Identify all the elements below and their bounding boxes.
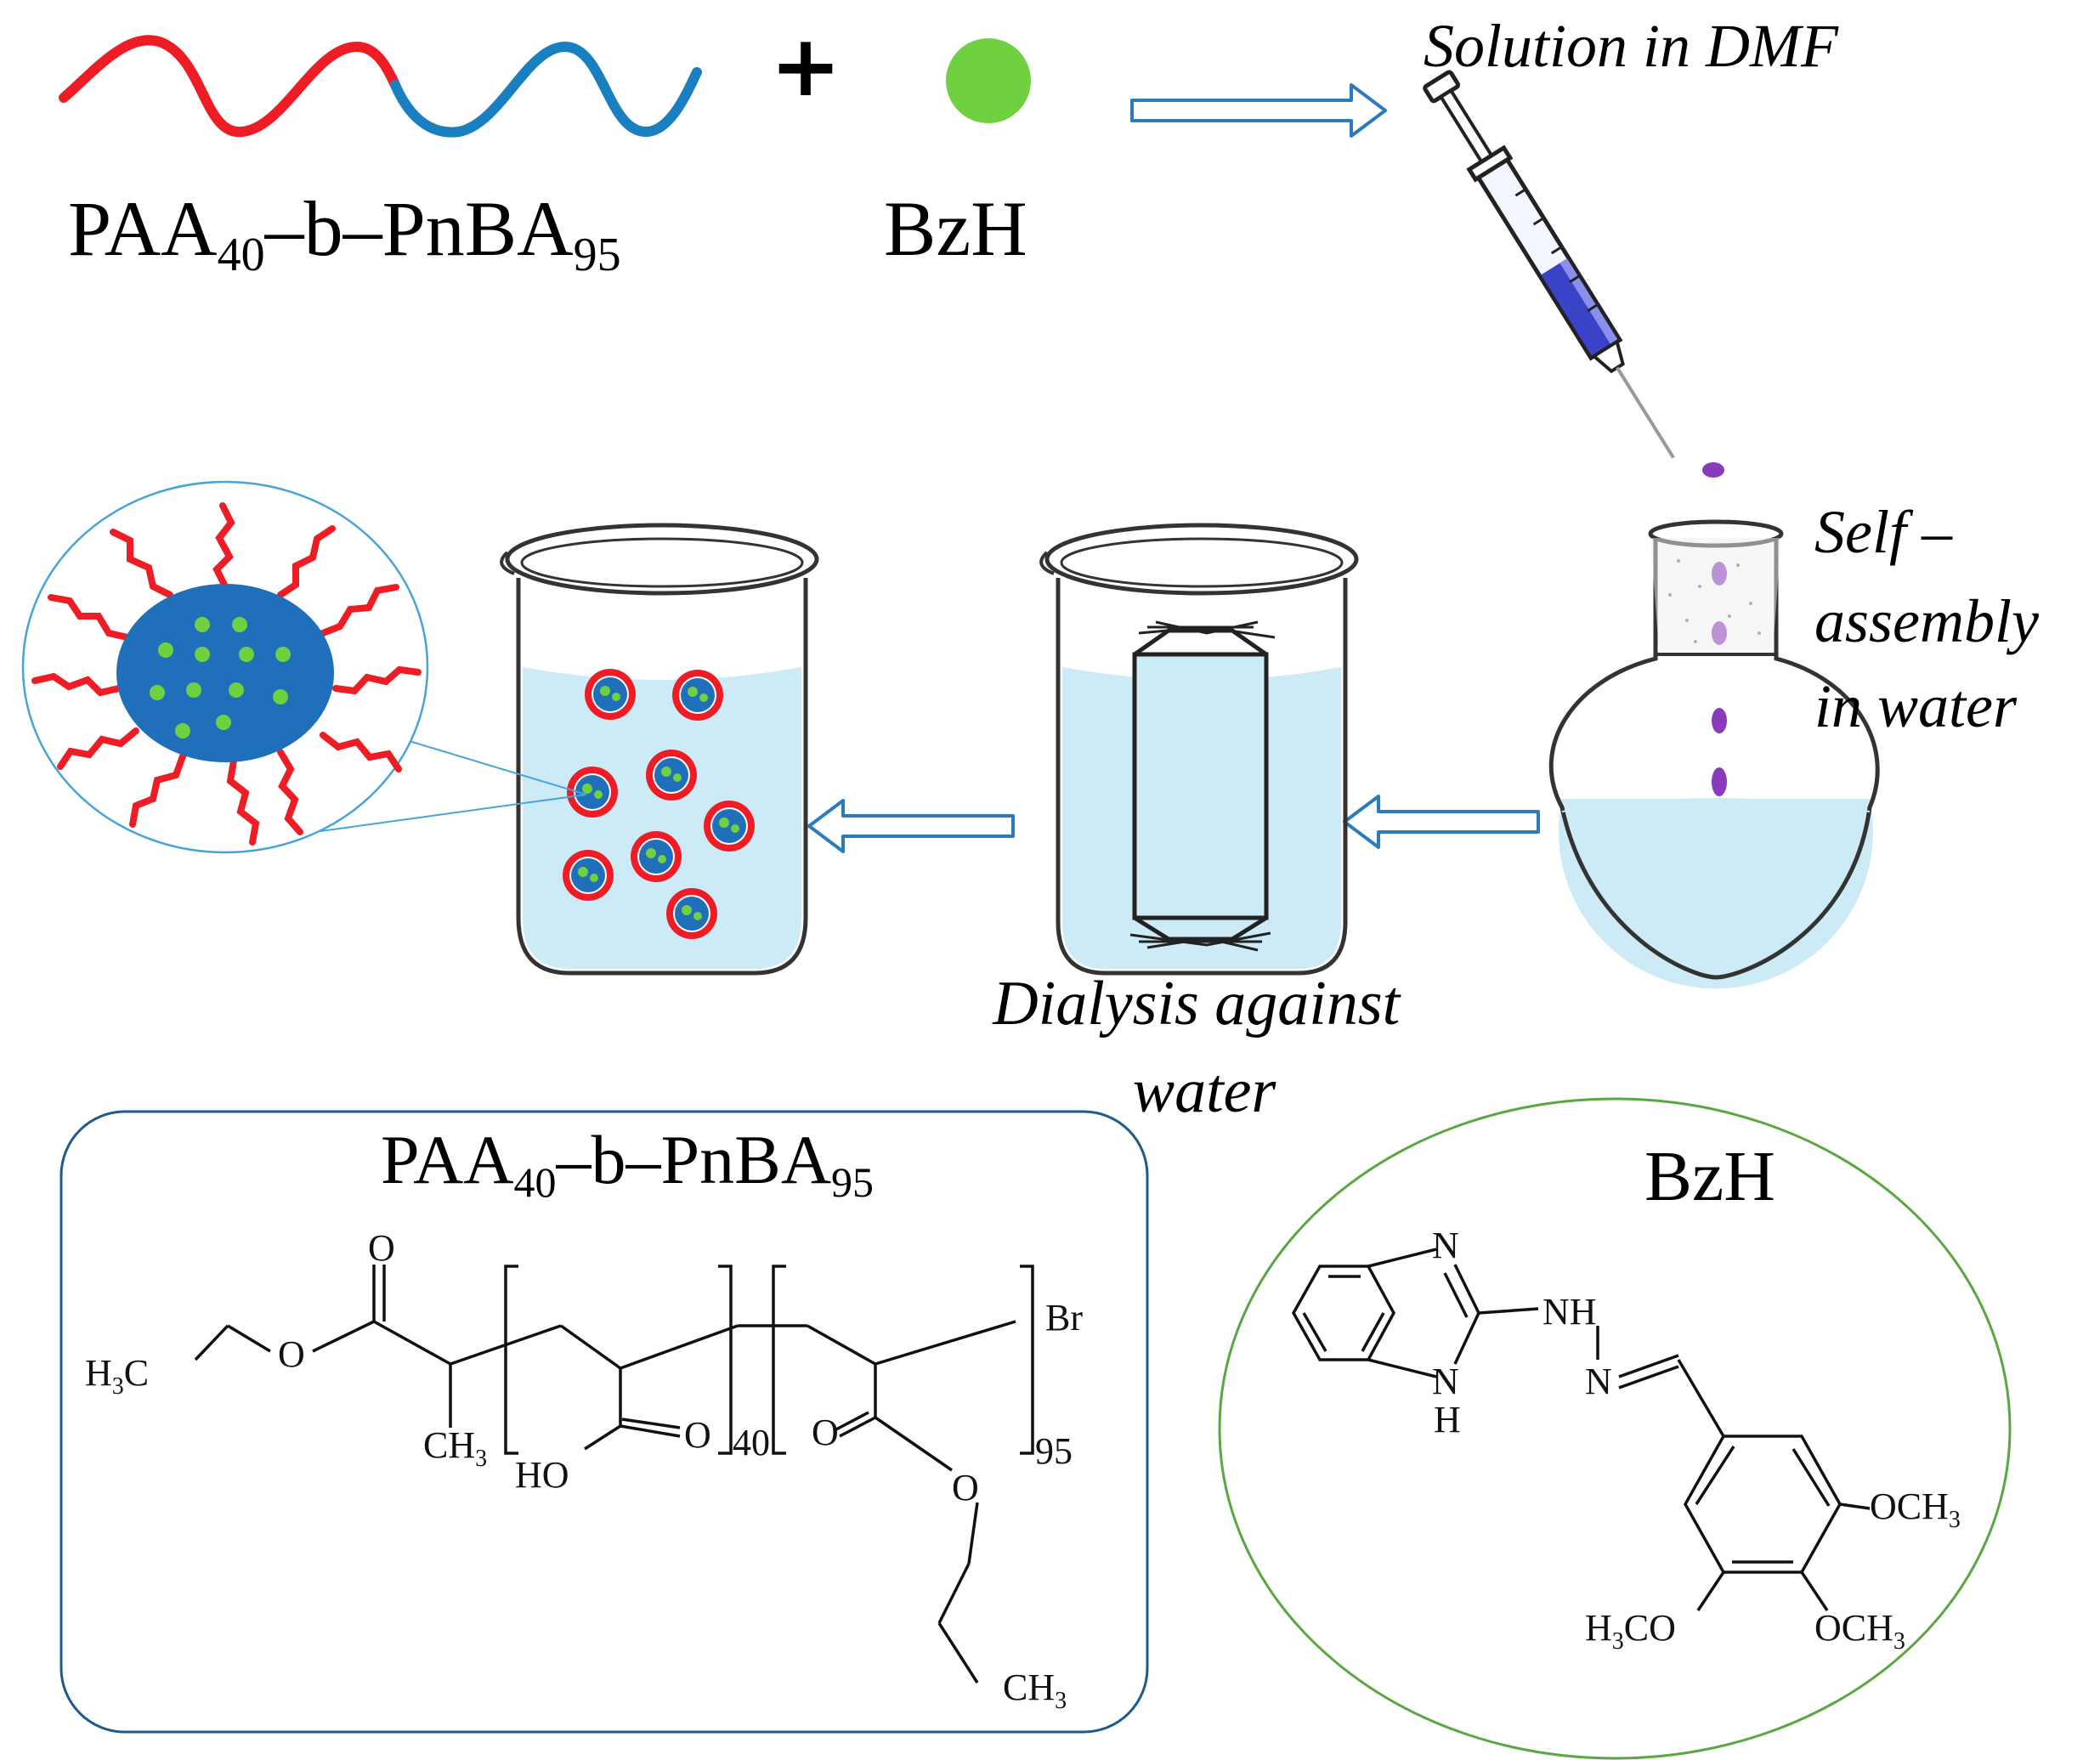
arrow-to-dialysis: [1343, 795, 1540, 849]
svg-text:H3CO: H3CO: [1585, 1607, 1676, 1655]
dialysis-bag: [1129, 620, 1276, 952]
micelle-particle: [666, 888, 717, 939]
polymer-box-title: PAA40–b–PnBA95: [381, 1121, 874, 1206]
droplet: [1712, 708, 1727, 733]
svg-text:OCH3: OCH3: [1870, 1486, 1961, 1533]
polymer-bonds: [194, 1265, 1034, 1684]
micelle-particle: [646, 750, 697, 801]
svg-text:HO: HO: [515, 1454, 569, 1496]
micelle-zoom: [21, 480, 429, 854]
copolymer-label: PAA40–b–PnBA95: [68, 185, 621, 281]
dialysis-label: Dialysis against water: [992, 969, 1415, 1126]
svg-text:O: O: [368, 1227, 395, 1269]
bzh-molecule-dot: [946, 38, 1031, 123]
svg-text:H: H: [1434, 1399, 1461, 1440]
micelle-particle: [585, 669, 636, 720]
svg-text:Br: Br: [1045, 1297, 1083, 1338]
svg-text:O: O: [952, 1467, 979, 1508]
svg-text:N: N: [1432, 1225, 1459, 1266]
bzh-structure-circle: [1218, 1097, 2012, 1760]
round-bottom-flask: [1548, 519, 1880, 989]
svg-text:CH3: CH3: [423, 1424, 487, 1472]
svg-text:H3C: H3C: [85, 1352, 149, 1400]
zoom-line: [403, 739, 587, 795]
svg-text:O: O: [812, 1412, 839, 1453]
paa-block-chain: [59, 35, 400, 138]
self-assembly-label: Self – assembly in water: [1814, 498, 2054, 740]
droplet: [1712, 767, 1727, 796]
svg-text:95: 95: [1035, 1430, 1073, 1472]
micelle-beaker: [500, 523, 819, 976]
micelle-particle: [672, 670, 723, 721]
polymer-atom-labels: H3C O O CH3 HO O 40 O O 95 CH3 Br: [85, 1227, 1083, 1714]
svg-text:OCH3: OCH3: [1814, 1607, 1905, 1655]
flask-neck-dots: [1668, 559, 1761, 643]
svg-text:NH: NH: [1542, 1291, 1597, 1333]
bzh-atom-labels: N N H NH N OCH3 OCH3 H3CO: [1432, 1225, 1961, 1655]
polymer-structure-box: [59, 1110, 1149, 1734]
arrow-to-micelles: [807, 799, 1015, 853]
svg-text:CH3: CH3: [1003, 1667, 1067, 1714]
bzh-circle-title: BzH: [1644, 1137, 1775, 1216]
svg-text:O: O: [684, 1414, 711, 1456]
bzh-label-top: BzH: [884, 185, 1027, 272]
plus-sign: +: [770, 16, 841, 116]
syringe-icon: [1423, 70, 1675, 459]
micelle-particle: [567, 767, 618, 818]
svg-text:O: O: [278, 1333, 305, 1375]
micelle-particle: [563, 850, 614, 901]
droplet: [1702, 462, 1724, 478]
bzh-bonds: [1291, 1248, 1871, 1611]
arrow-to-solution: [1130, 83, 1387, 138]
micelle-particle: [704, 801, 755, 852]
svg-text:N: N: [1432, 1361, 1459, 1402]
solution-in-dmf-label: Solution in DMF: [1424, 12, 1839, 80]
svg-text:N: N: [1585, 1361, 1612, 1402]
pnba-block-chain: [390, 41, 702, 138]
svg-text:40: 40: [733, 1422, 770, 1463]
micelle-particle: [631, 831, 682, 882]
